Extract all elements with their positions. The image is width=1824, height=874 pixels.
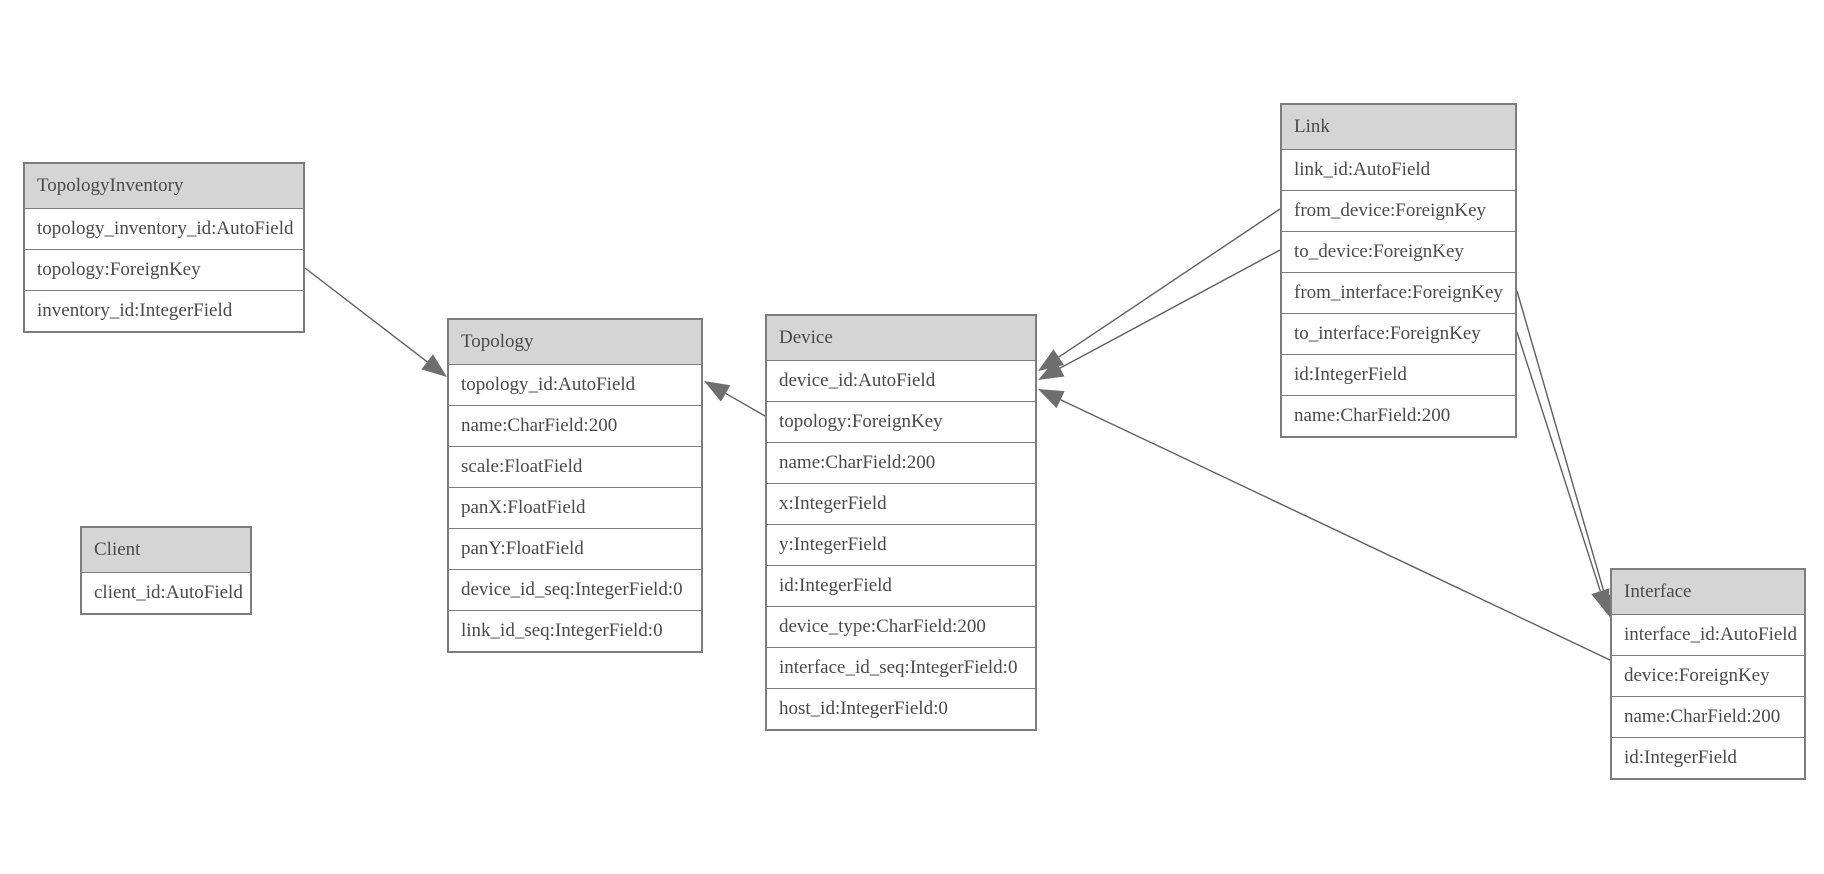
field-row: interface_id_seq:IntegerField:0 xyxy=(767,648,1035,689)
entity-title: Client xyxy=(82,528,250,573)
field-row: host_id:IntegerField:0 xyxy=(767,689,1035,729)
field-row: topology_id:AutoField xyxy=(449,365,701,406)
field-row: topology_inventory_id:AutoField xyxy=(25,209,303,250)
field-row: topology:ForeignKey xyxy=(767,402,1035,443)
field-row: device_id:AutoField xyxy=(767,361,1035,402)
field-row: device_id_seq:IntegerField:0 xyxy=(449,570,701,611)
entity-link: Link link_id:AutoField from_device:Forei… xyxy=(1280,103,1517,438)
entity-title: Device xyxy=(767,316,1035,361)
field-row: name:CharField:200 xyxy=(1282,396,1515,436)
field-row: device:ForeignKey xyxy=(1612,656,1804,697)
field-row: client_id:AutoField xyxy=(82,573,250,613)
entity-title: TopologyInventory xyxy=(25,164,303,209)
field-row: from_device:ForeignKey xyxy=(1282,191,1515,232)
field-row: x:IntegerField xyxy=(767,484,1035,525)
entity-title: Topology xyxy=(449,320,701,365)
arrowhead-icon-link-to-device-to-device xyxy=(1038,359,1065,380)
field-row: link_id_seq:IntegerField:0 xyxy=(449,611,701,651)
field-row: y:IntegerField xyxy=(767,525,1035,566)
relation-line-link-from-device-to-device xyxy=(1058,208,1281,358)
entity-topology-inventory: TopologyInventory topology_inventory_id:… xyxy=(23,162,305,333)
arrowhead-icon-topologyinventory-topology-to-topology xyxy=(421,354,447,377)
field-row: link_id:AutoField xyxy=(1282,150,1515,191)
field-row: inventory_id:IntegerField xyxy=(25,291,303,331)
field-row: topology:ForeignKey xyxy=(25,250,303,291)
entity-client: Client client_id:AutoField xyxy=(80,526,252,615)
field-row: id:IntegerField xyxy=(1282,355,1515,396)
entity-title: Interface xyxy=(1612,570,1804,615)
field-row: to_device:ForeignKey xyxy=(1282,232,1515,273)
field-row: device_type:CharField:200 xyxy=(767,607,1035,648)
entity-title: Link xyxy=(1282,105,1515,150)
field-row: name:CharField:200 xyxy=(767,443,1035,484)
arrowhead-icon-link-to-interface-to-interface xyxy=(1591,588,1610,615)
arrowhead-icon-device-topology-to-topology xyxy=(704,381,731,402)
field-row: panX:FloatField xyxy=(449,488,701,529)
relation-line-topologyinventory-topology-to-topology xyxy=(304,267,428,363)
field-row: id:IntegerField xyxy=(767,566,1035,607)
field-row: name:CharField:200 xyxy=(1612,697,1804,738)
arrowhead-icon-interface-device-to-device xyxy=(1038,389,1065,409)
relation-line-link-from-interface-to-interface xyxy=(1516,290,1606,597)
relation-line-link-to-device-to-device xyxy=(1059,249,1281,369)
relation-line-interface-device-to-device xyxy=(1060,399,1611,661)
field-row: name:CharField:200 xyxy=(449,406,701,447)
field-row: from_interface:ForeignKey xyxy=(1282,273,1515,314)
relation-line-device-topology-to-topology xyxy=(725,392,766,417)
entity-topology: Topology topology_id:AutoField name:Char… xyxy=(447,318,703,653)
field-row: to_interface:ForeignKey xyxy=(1282,314,1515,355)
field-row: interface_id:AutoField xyxy=(1612,615,1804,656)
field-row: id:IntegerField xyxy=(1612,738,1804,778)
entity-device: Device device_id:AutoField topology:Fore… xyxy=(765,314,1037,731)
field-row: scale:FloatField xyxy=(449,447,701,488)
field-row: panY:FloatField xyxy=(449,529,701,570)
entity-interface: Interface interface_id:AutoField device:… xyxy=(1610,568,1806,780)
relation-line-link-to-interface-to-interface xyxy=(1516,331,1602,592)
